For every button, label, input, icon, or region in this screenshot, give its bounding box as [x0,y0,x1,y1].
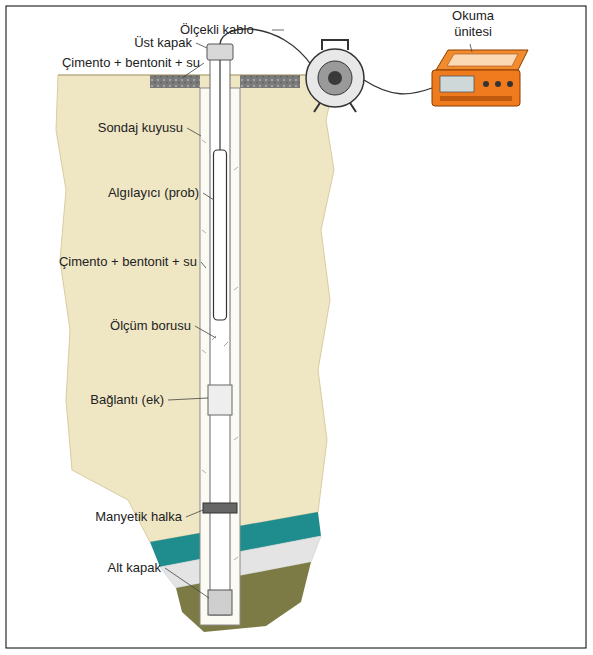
part-label: Sondaj kuyusu [98,120,183,136]
bedrock-layer [176,562,311,632]
ground-line [58,75,336,76]
part-label: Üst kapak [134,35,192,51]
part-label: Algılayıcı (prob) [108,185,199,201]
measuring-tube [210,55,230,615]
coupling [208,385,232,415]
probe-cable [219,60,220,150]
leader-lines [165,30,472,598]
soil-layer [56,75,336,542]
reading-unit [432,50,528,106]
part-label: Bağlantı (ek) [90,392,164,408]
surface-grout [150,75,200,88]
part-label: Manyetik halka [95,509,182,525]
part-label: Alt kapak [108,560,161,576]
part-label: Ölçüm borusu [110,318,191,334]
top-cap [207,44,233,60]
readout-cable [364,80,432,94]
part-label: Okuma ünitesi [438,8,508,40]
cable-reel [306,40,364,112]
part-label: Çimento + bentonit + su [59,254,197,270]
part-label: Çimento + bentonit + su [62,55,200,71]
frame-border [6,6,586,648]
probe [214,150,227,320]
bottom-cap [208,590,232,615]
surface-grout [240,75,300,88]
magnetic-ring [203,503,237,513]
